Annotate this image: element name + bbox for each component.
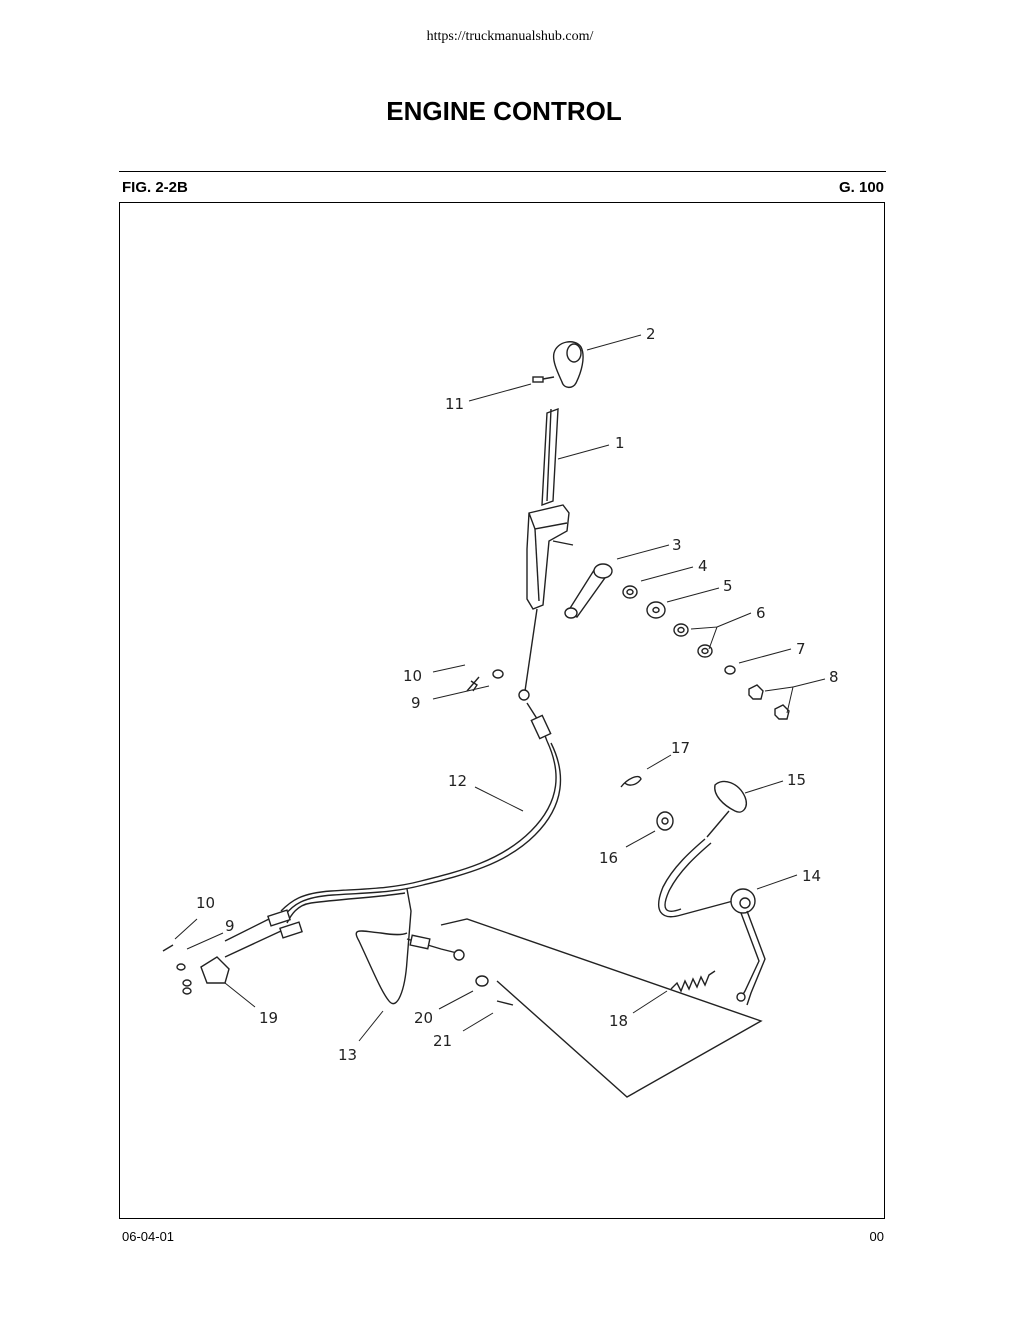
part-spring xyxy=(632,970,716,1014)
callout-10: 10 xyxy=(403,667,422,685)
page-title: ENGINE CONTROL xyxy=(386,96,622,126)
page-url[interactable]: https://truckmanualshub.com/ xyxy=(426,29,594,44)
part-washer-pin-lower xyxy=(438,975,514,1032)
part-cable xyxy=(280,608,562,1005)
callout-9-lower: 9 xyxy=(225,917,235,935)
callout-11: 11 xyxy=(445,395,464,413)
group-label: G. 100 xyxy=(838,179,884,196)
part-nuts xyxy=(748,678,826,720)
part-washer-pedal xyxy=(625,811,674,848)
callout-13: 13 xyxy=(338,1046,357,1064)
callout-2: 2 xyxy=(646,325,656,343)
callout-9: 9 xyxy=(411,694,421,712)
part-cable-end xyxy=(224,909,465,961)
engine-control-diagram: 1 2 3 4 5 6 7 8 9 10 11 12 13 14 15 16 1… xyxy=(162,325,839,1098)
callout-1: 1 xyxy=(615,434,625,452)
callout-15: 15 xyxy=(787,771,806,789)
callout-17: 17 xyxy=(671,739,690,757)
part-pedal-pad xyxy=(706,780,784,838)
part-screw xyxy=(468,376,555,402)
callout-18: 18 xyxy=(609,1012,628,1030)
part-washers xyxy=(622,566,792,675)
figure-label: FIG. 2-2B xyxy=(122,179,188,196)
callout-3: 3 xyxy=(672,536,682,554)
callout-6: 6 xyxy=(756,604,766,622)
callout-16: 16 xyxy=(599,849,618,867)
part-lever xyxy=(526,407,610,610)
part-link-arm xyxy=(552,540,670,619)
part-bracket xyxy=(162,918,256,1008)
callout-21: 21 xyxy=(433,1032,452,1050)
footer-revision: 00 xyxy=(869,1229,884,1244)
diagram-frame: 1 2 3 4 5 6 7 8 9 10 11 12 13 14 15 16 1… xyxy=(119,202,885,1219)
linkage-outline xyxy=(440,918,763,1098)
part-pin-top xyxy=(432,664,504,700)
header-rule xyxy=(119,171,886,172)
callout-5: 5 xyxy=(723,577,733,595)
callout-14: 14 xyxy=(802,867,821,885)
footer-date: 06-04-01 xyxy=(122,1229,175,1244)
callout-20: 20 xyxy=(414,1009,433,1027)
callout-4: 4 xyxy=(698,557,708,575)
callout-8: 8 xyxy=(829,668,839,686)
part-pedal xyxy=(658,838,798,1006)
callout-10-lower: 10 xyxy=(196,894,215,912)
part-knob xyxy=(552,334,642,389)
callout-19: 19 xyxy=(259,1009,278,1027)
callout-12: 12 xyxy=(448,772,467,790)
part-clip xyxy=(620,754,672,788)
callout-7: 7 xyxy=(796,640,806,658)
